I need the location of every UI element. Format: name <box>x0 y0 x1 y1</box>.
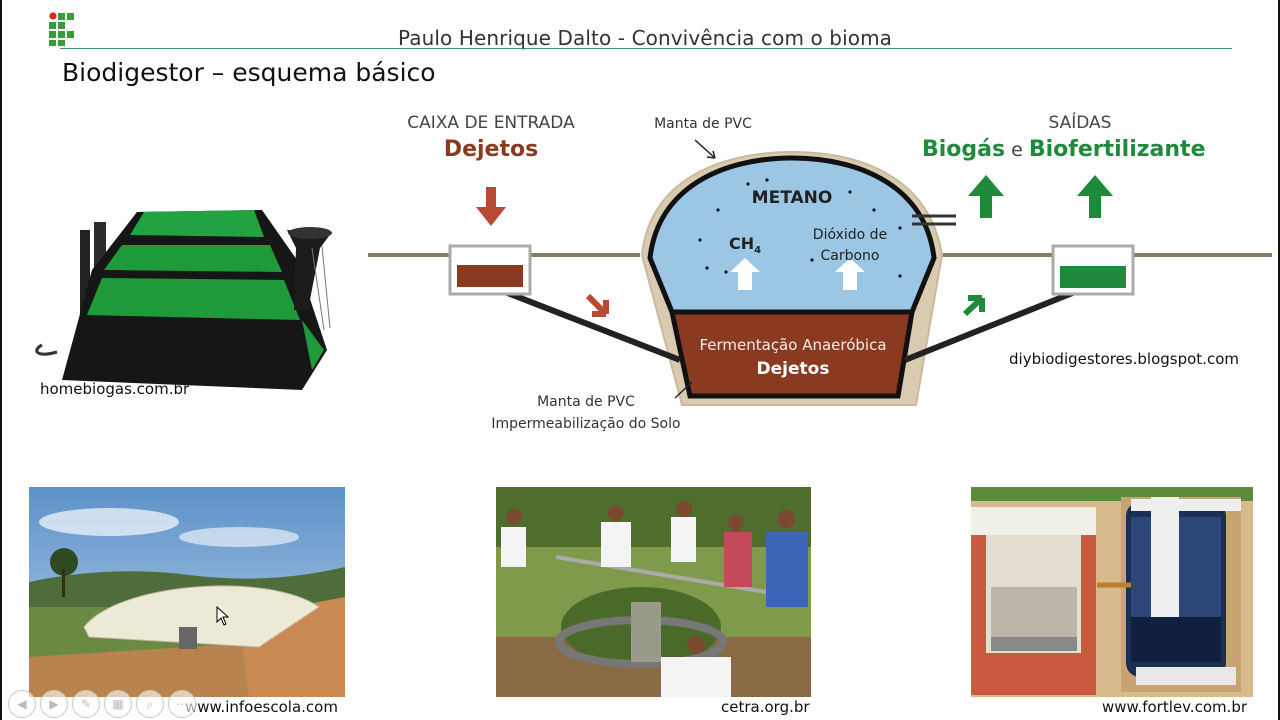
next-icon[interactable]: ▶ <box>40 690 68 718</box>
right-window-edge <box>1278 0 1280 720</box>
inflow-arrow-icon <box>585 293 609 317</box>
dome-biodigester-photo <box>29 487 345 697</box>
methane-label: METANO <box>752 188 833 208</box>
caption-fortlev: www.fortlev.com.br <box>1102 698 1248 716</box>
soil-waterproofing-label: Impermeabilização do Solo <box>491 416 680 432</box>
mouse-pointer-icon <box>216 606 230 626</box>
biofertilizer-arrow-icon <box>1077 175 1113 218</box>
outflow-arrow-icon <box>962 295 985 317</box>
prev-icon[interactable]: ◀ <box>8 690 36 718</box>
institute-logo <box>49 12 74 46</box>
community-biodigester-photo <box>496 487 811 697</box>
ch4-label: CH4 <box>729 234 761 256</box>
more-icon[interactable]: ⋯ <box>168 690 196 718</box>
header-divider <box>60 48 1232 49</box>
fermentation-dejetos-label: Dejetos <box>757 359 830 379</box>
biogas-arrow-icon <box>968 175 1004 218</box>
pen-icon[interactable]: ✎ <box>72 690 100 718</box>
pvc-top-label: Manta de PVC <box>654 116 752 132</box>
slides-icon[interactable]: ▦ <box>104 690 132 718</box>
inlet-dejetos-label: Dejetos <box>444 137 538 162</box>
homebiogas-product-image <box>35 210 332 390</box>
input-arrow-icon <box>476 187 506 226</box>
slide-title: Biodigestor – esquema básico <box>62 58 436 87</box>
zoom-icon[interactable]: ⌕ <box>136 690 164 718</box>
fortlev-cutaway-photo <box>971 487 1253 697</box>
caption-diy: diybiodigestores.blogspot.com <box>1009 350 1239 368</box>
caption-homebiogas: homebiogas.com.br <box>40 380 190 398</box>
left-window-edge <box>0 0 2 720</box>
co2-label-line1: Dióxido de <box>813 227 887 243</box>
caption-cetra: cetra.org.br <box>721 698 810 716</box>
fermentation-label: Fermentação Anaeróbica <box>699 336 886 354</box>
gas-rise-arrow-right-icon <box>835 258 865 290</box>
pvc-bottom-label: Manta de PVC <box>537 394 635 410</box>
inlet-box-label: CAIXA DE ENTRADA <box>407 113 575 133</box>
presenter-header: Paulo Henrique Dalto - Convivência com o… <box>397 26 893 50</box>
gas-rise-arrow-left-icon <box>730 258 760 290</box>
caption-infoescola: www.infoescola.com <box>185 698 338 716</box>
slideshow-toolbar: ◀ ▶ ✎ ▦ ⌕ ⋯ <box>8 690 196 718</box>
outputs-label: SAÍDAS <box>1049 111 1112 133</box>
co2-label-line2: Carbono <box>820 248 879 264</box>
biodigester-schematic: CAIXA DE ENTRADA Dejetos Manta de PVC SA… <box>368 111 1272 432</box>
